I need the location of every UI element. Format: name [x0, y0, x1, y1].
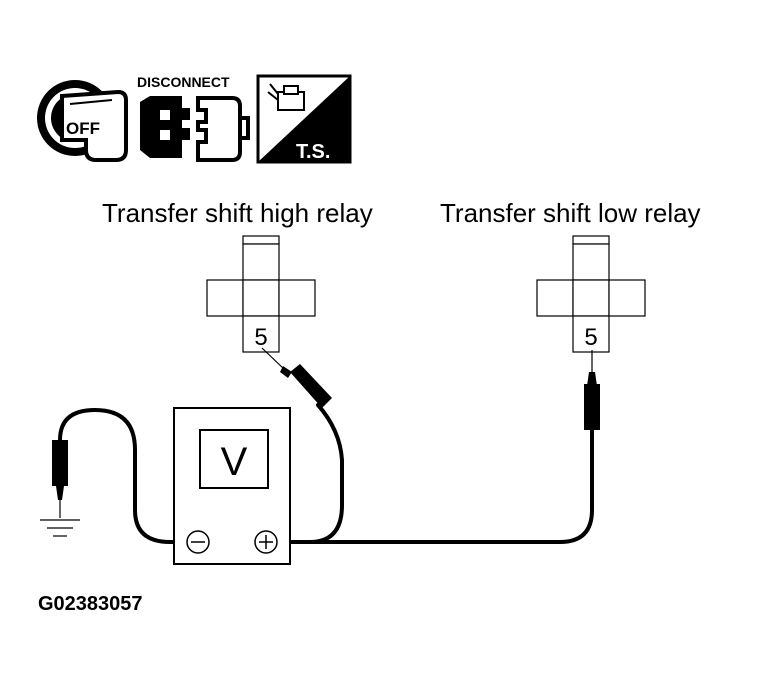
- voltmeter: V: [173, 407, 291, 565]
- negative-terminal-icon: [186, 530, 210, 554]
- low-relay-terminal-5: 5: [584, 324, 597, 351]
- disconnect-icon: DISCONNECT: [137, 74, 250, 162]
- voltmeter-display: [199, 429, 269, 489]
- ts-text: T.S.: [296, 141, 330, 163]
- positive-lead-low-wire: [308, 428, 594, 544]
- ground-symbol-icon: [40, 519, 80, 537]
- low-relay-connector: 5: [536, 235, 646, 353]
- key-off-text: OFF: [66, 119, 100, 138]
- negative-lead-wire: [58, 408, 188, 544]
- positive-terminal-icon: [254, 530, 278, 554]
- disconnect-text: DISCONNECT: [137, 74, 230, 90]
- high-relay-connector: 5: [206, 235, 316, 353]
- low-relay-probe: [584, 350, 600, 430]
- low-relay-label: Transfer shift low relay: [440, 198, 701, 228]
- figure-id: G02383057: [38, 593, 143, 615]
- troubleshoot-icon: T.S.: [256, 74, 352, 164]
- high-relay-probe: [261, 347, 332, 408]
- voltmeter-display-v: V: [221, 440, 248, 484]
- high-relay-label: Transfer shift high relay: [102, 198, 373, 228]
- relay-symbol-icon: [267, 83, 305, 111]
- high-relay-terminal-5: 5: [254, 324, 267, 351]
- ground-probe: [52, 440, 68, 518]
- ignition-off-icon: OFF: [37, 80, 128, 162]
